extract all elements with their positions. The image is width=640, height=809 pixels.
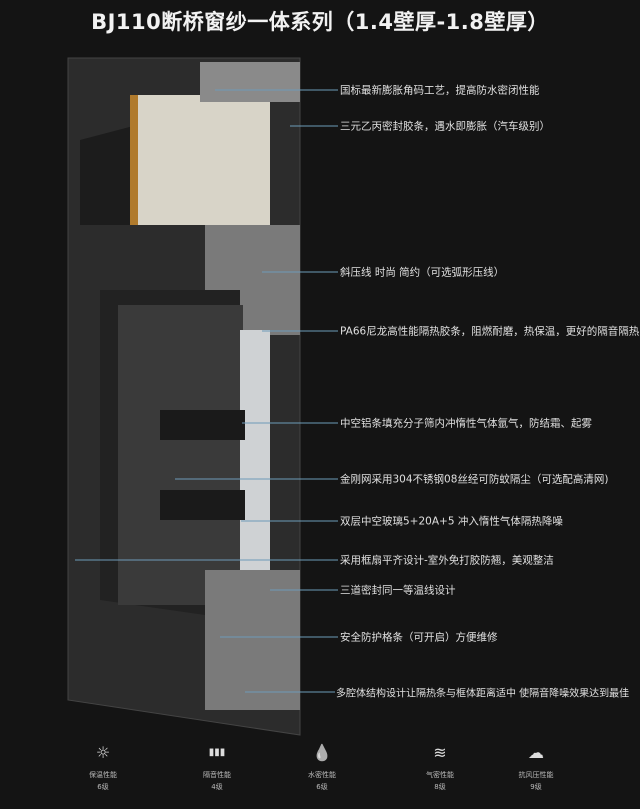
annotation-label: 中空铝条填充分子筛内冲惰性气体氩气，防结霜、起雾 xyxy=(340,417,592,430)
feature-name: 气密性能 xyxy=(426,771,454,779)
feature-wind-pressure: ☁ 抗风压性能 9级 xyxy=(501,742,571,792)
cloud-wind-icon: ☁ xyxy=(528,743,544,762)
annotation-label: PA66尼龙高性能隔热胶条，阻燃耐磨，热保温，更好的隔音隔热 xyxy=(340,325,640,338)
feature-level: 6级 xyxy=(316,783,328,791)
feature-name: 保温性能 xyxy=(89,771,117,779)
security-mesh xyxy=(118,305,243,605)
lower-glass xyxy=(240,330,270,570)
sun-icon: ☼ xyxy=(95,743,111,762)
annotation-label: 安全防护格条（可开启）方便维修 xyxy=(340,631,498,644)
wind-icon: ≋ xyxy=(433,743,447,762)
feature-airtight: ≋ 气密性能 8级 xyxy=(405,742,475,792)
grid-bar xyxy=(160,490,245,520)
annotation-label: 三元乙丙密封胶条，遇水即膨胀（汽车级别） xyxy=(340,120,550,133)
feature-level: 4级 xyxy=(211,783,223,791)
feature-level: 6级 xyxy=(97,783,109,791)
annotation-label: 金刚网采用304不锈钢08丝经可防蚊隔尘（可选配高清网) xyxy=(340,473,609,486)
feature-name: 隔音性能 xyxy=(203,771,231,779)
feature-level: 9级 xyxy=(530,783,542,791)
wood-trim xyxy=(130,95,138,225)
annotation-label: 采用框扇平齐设计-室外免打胶防翘，美观整洁 xyxy=(340,554,554,567)
bottom-profile xyxy=(205,570,300,710)
feature-name: 水密性能 xyxy=(308,771,336,779)
grid-bar xyxy=(160,410,245,440)
annotation-label: 多腔体结构设计让隔热条与框体距离适中 使隔音降噪效果达到最佳 xyxy=(336,688,630,700)
annotation-label: 国标最新膨胀角码工艺，提高防水密闭性能 xyxy=(340,84,540,97)
annotation-label: 三道密封同一等温线设计 xyxy=(340,584,456,597)
feature-level: 8级 xyxy=(434,783,446,791)
water-drop-icon: 💧 xyxy=(312,743,332,762)
top-profile xyxy=(200,62,300,102)
feature-insulation: ☼ 保温性能 6级 xyxy=(68,742,138,792)
feature-name: 抗风压性能 xyxy=(518,771,554,779)
annotation-label: 双层中空玻璃5+20A+5 冲入惰性气体隔热降噪 xyxy=(340,515,563,528)
upper-glass xyxy=(130,95,270,225)
feature-watertight: 💧 水密性能 6级 xyxy=(287,742,357,792)
sound-wave-icon: ▮▮▮ xyxy=(208,747,226,758)
annotation-label: 斜压线 时尚 简约（可选弧形压线） xyxy=(340,266,505,279)
feature-sound: ▮▮▮ 隔音性能 4级 xyxy=(182,742,252,792)
page-title: BJ110断桥窗纱一体系列（1.4壁厚-1.8壁厚） xyxy=(91,10,549,34)
